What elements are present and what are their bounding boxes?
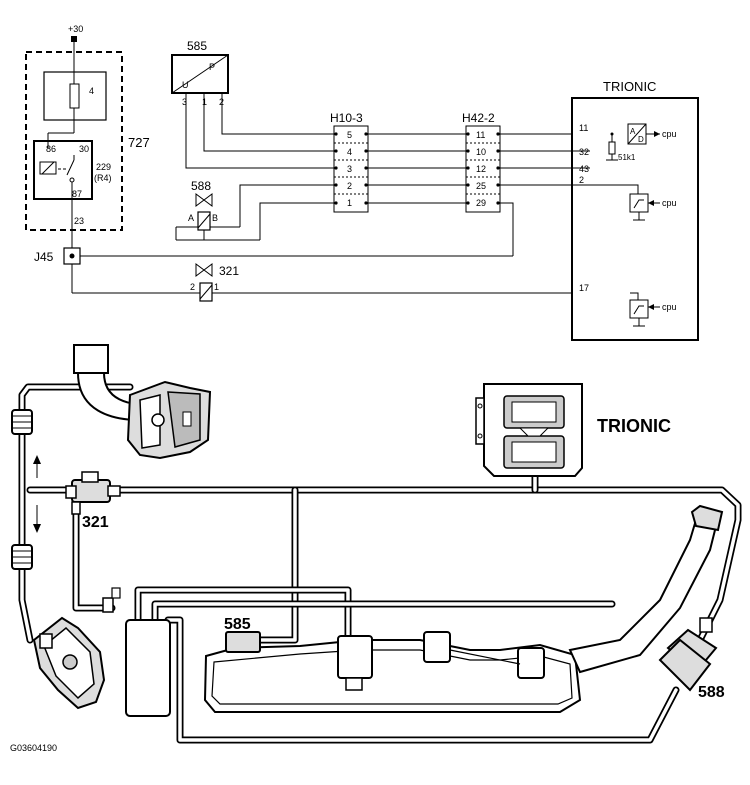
svg-text:D: D (638, 135, 644, 144)
relay-output-pin: 23 (74, 216, 84, 226)
throttle-body (32, 616, 106, 710)
relay-label-229: 229 (96, 162, 111, 172)
label-321: 321 (82, 514, 109, 531)
figure-code: G03604190 (10, 743, 57, 753)
connector-a-pin-2: 2 (347, 181, 352, 191)
valve-588-symbol: 588 A B (175, 179, 240, 241)
label-585: 585 (224, 616, 251, 633)
connector-a-pin-4: 4 (347, 147, 352, 157)
connector-a-name: H10-3 (330, 111, 363, 125)
valve-588-pin-b: B (212, 213, 218, 223)
canister (102, 587, 171, 717)
connector-b-pin-11: 11 (476, 130, 485, 140)
relay-pin-30: 30 (79, 144, 89, 154)
connector-a-pin-3: 3 (347, 164, 352, 174)
relay-label-r4: (R4) (94, 173, 112, 183)
valve-321-part: 321 (65, 471, 121, 531)
sensor-u: U (182, 80, 189, 90)
valve-588-id: 588 (191, 179, 211, 193)
connector-b-pin-25: 25 (476, 181, 486, 191)
connector-b-pin-12: 12 (476, 164, 486, 174)
wiring-schematic: +30 727 4 86 30 87 (25, 24, 699, 341)
connector-b-pin-29: 29 (476, 198, 486, 208)
connector-a-pin-1: 1 (347, 198, 352, 208)
svg-text:A: A (630, 127, 636, 136)
valve-588-part: 588 (658, 617, 725, 701)
valve-321-id: 321 (219, 264, 239, 278)
ecu-pin-17: 17 (579, 283, 589, 293)
component-layout-drawing: 321 585 (11, 344, 742, 744)
ecu-pin-2: 2 (579, 175, 584, 185)
supply-terminal: +30 (68, 24, 83, 72)
junction-label: J45 (34, 250, 54, 264)
ecu-title: TRIONIC (603, 79, 656, 94)
fuse-pin: 4 (89, 86, 94, 96)
ecu-pin-43: 43 (579, 164, 589, 174)
junction-j45: J45 (34, 230, 513, 294)
connector-h42-2: H42-2 11 10 12 25 29 (462, 111, 501, 213)
sensor-p: P (209, 62, 215, 72)
valve-588-pin-a: A (188, 213, 194, 223)
sensor-pin-3: 3 (182, 97, 187, 107)
turbo-assembly (73, 344, 212, 460)
cpu-label-1: cpu (662, 129, 677, 139)
connector-h10-3: H10-3 5 4 3 2 1 (330, 111, 369, 213)
relay-pin-86: 86 (46, 144, 56, 154)
sensor-id: 585 (187, 39, 207, 53)
connector-b-pin-10: 10 (476, 147, 486, 157)
resistor-label: 51k1 (618, 153, 636, 162)
valve-321-symbol: 321 2 1 (190, 263, 630, 302)
valve-321-pin-1: 1 (214, 282, 219, 292)
sensor-pin-1: 1 (202, 97, 207, 107)
ecu-trionic-part: TRIONIC (475, 383, 671, 477)
valve-321-pin-2: 2 (190, 282, 195, 292)
wires (185, 93, 628, 256)
label-588: 588 (698, 684, 725, 701)
ecu-pin-11: 11 (579, 123, 588, 133)
sensor-585-part: 585 (224, 616, 261, 653)
cpu-label-2: cpu (662, 198, 677, 208)
connector-a-pin-5: 5 (347, 130, 352, 140)
hoses (18, 383, 742, 744)
relay-block-727: 727 4 86 30 87 229 (R4) 23 (25, 51, 150, 231)
supply-label: +30 (68, 24, 83, 34)
corrugated-hoses (11, 409, 33, 570)
filler-neck (568, 504, 724, 674)
cpu-label-3: cpu (662, 302, 677, 312)
fuel-tank (203, 631, 582, 713)
relay-block-id: 727 (128, 135, 150, 150)
label-ecu-trionic: TRIONIC (597, 416, 671, 436)
sensor-585: 585 U P 3 1 2 (171, 39, 229, 107)
ecu-pin-32: 32 (579, 147, 589, 157)
relay-pin-87: 87 (72, 189, 82, 199)
flow-arrows (33, 455, 41, 533)
connector-b-name: H42-2 (462, 111, 495, 125)
ecu-trionic-schematic: TRIONIC 11 32 43 2 17 A D cpu 51k1 (571, 79, 699, 341)
